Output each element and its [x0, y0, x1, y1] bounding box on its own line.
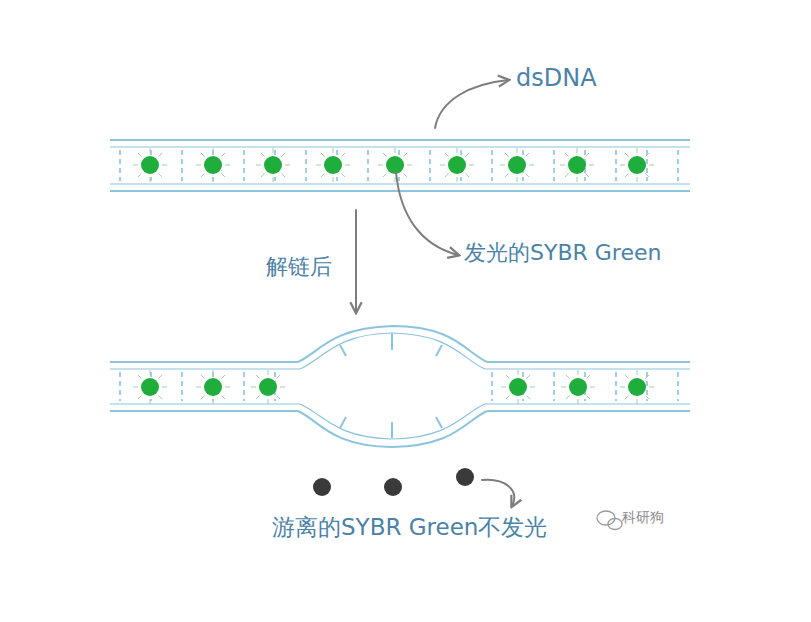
- leader-arrow: [396, 172, 458, 255]
- bound-dye: [628, 156, 646, 174]
- bound-dye: [386, 156, 404, 174]
- dna-label: dsDNA: [516, 64, 597, 93]
- watermark-icon: [597, 511, 622, 530]
- bound-dye: [569, 378, 587, 396]
- bound-dye: [509, 378, 527, 396]
- leader-arrow: [482, 480, 514, 506]
- bound-dye: [568, 156, 586, 174]
- step-label: 解链后: [266, 254, 332, 280]
- free-dye: [313, 468, 474, 496]
- bound-dye: [448, 156, 466, 174]
- bound-dye: [141, 156, 159, 174]
- bound-dye: [259, 378, 277, 396]
- process-arrow: [355, 210, 357, 312]
- watermark: 科研狗: [622, 509, 664, 526]
- bound-dye: [508, 156, 526, 174]
- leader-arrow: [435, 80, 508, 128]
- free-dye-label: 游离的SYBR Green不发光: [272, 514, 547, 542]
- bound-dye: [628, 378, 646, 396]
- bound-dye: [324, 156, 342, 174]
- bound-dye: [204, 378, 222, 396]
- bound-dye: [264, 156, 282, 174]
- bound-dye: [141, 378, 159, 396]
- dye-label: 发光的SYBR Green: [464, 240, 661, 266]
- bound-dye: [204, 156, 222, 174]
